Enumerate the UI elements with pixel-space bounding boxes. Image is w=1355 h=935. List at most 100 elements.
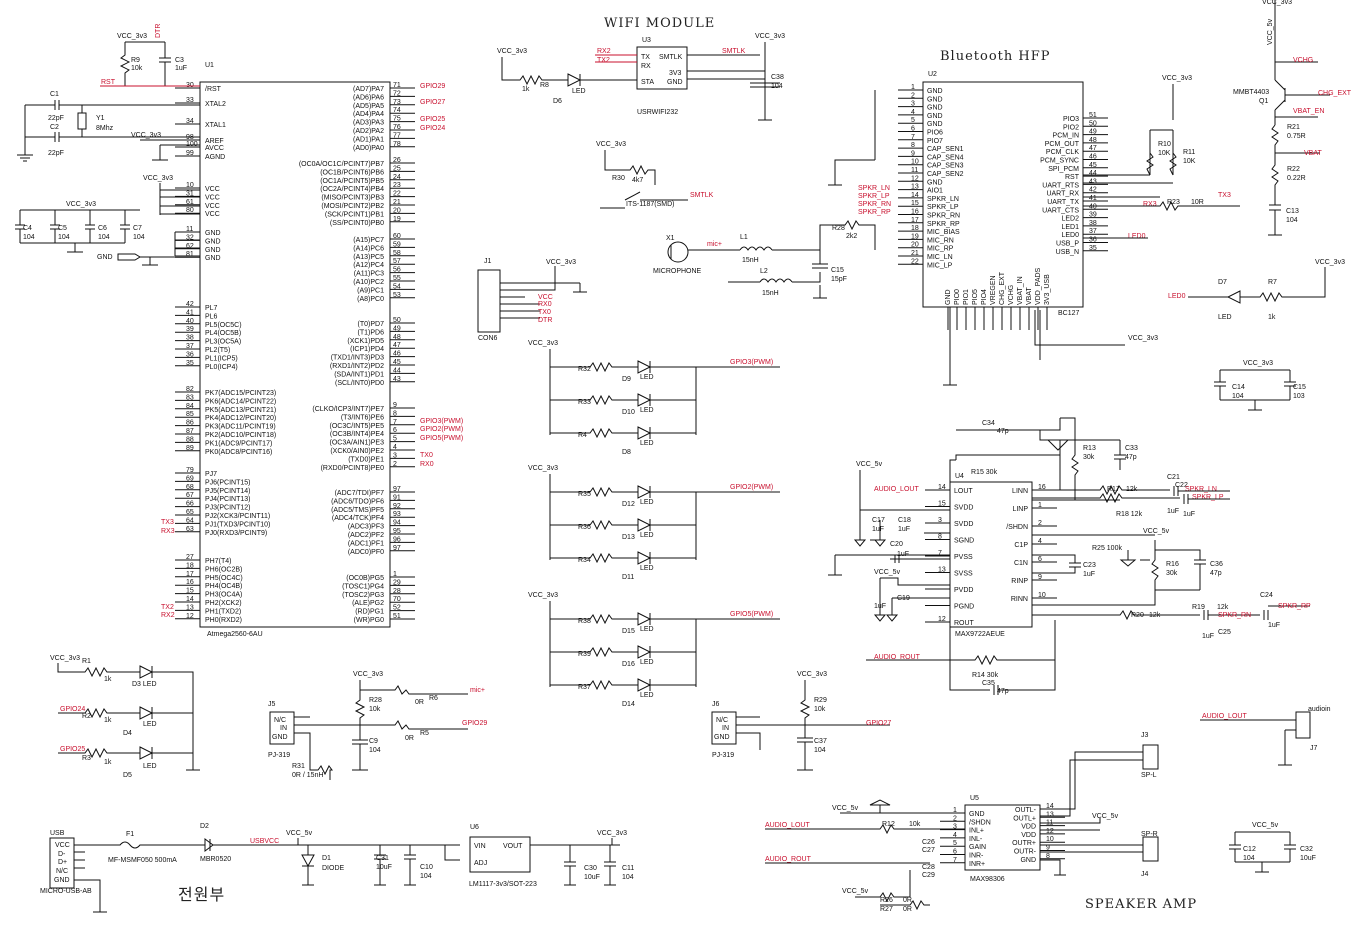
u5-pin-number: 4 xyxy=(953,832,957,839)
mcu-pin-name: (OC2A/PCINT4)PB4 xyxy=(320,186,384,193)
spkrn-net: SPKR_RN xyxy=(858,201,891,208)
u4-pin-name: C1N xyxy=(1014,560,1028,567)
d2-label: D2 xyxy=(200,823,209,830)
bt-left-pins: 1GND2GND3GND4GND5GND6PIO67PIO78CAP_SEN19… xyxy=(898,84,964,269)
mcu-pin-number: 7 xyxy=(393,419,397,426)
r9-value: 10k xyxy=(131,65,143,72)
mcu-pin-number: 95 xyxy=(393,528,401,535)
bt-pin-name: UART_CTS xyxy=(1042,207,1079,214)
mcu-pin-name: (A14)PC6 xyxy=(353,245,384,252)
led-resistor-label: R34 xyxy=(578,557,591,564)
c29-label: C29 xyxy=(922,872,935,879)
r6-value: 0R xyxy=(415,699,424,706)
bt-pin-name: VCHG xyxy=(1008,285,1015,305)
bt-pin-name: UART_TX xyxy=(1047,199,1079,206)
u4-pin-name: SVDD xyxy=(954,521,973,528)
r10-value: 10K xyxy=(1158,150,1171,157)
bt-pin-number: 15 xyxy=(911,200,919,207)
spkln-net: SPKR_LN xyxy=(1185,486,1217,493)
vcc-label: VCC_3v3 xyxy=(1128,335,1158,342)
mcu-pin-name: GND xyxy=(205,255,221,262)
u4-pin-name: SVDD xyxy=(954,505,973,512)
bt-pin-number: 22 xyxy=(911,258,919,265)
mcu-pin-number: 58 xyxy=(393,250,401,257)
bt-pin-name: GND xyxy=(927,88,943,95)
led-label: D10 xyxy=(622,409,635,416)
mcu-pin-name: (A13)PC5 xyxy=(353,254,384,261)
u4-pin-number: 12 xyxy=(938,616,946,623)
vbaten-net: VBAT_EN xyxy=(1293,108,1324,115)
u5-pin-name: INR- xyxy=(969,853,984,860)
mic-label: MICROPHONE xyxy=(653,268,702,275)
mcu-pin-number: 40 xyxy=(186,318,194,325)
c12-label: C12 xyxy=(1243,846,1256,853)
bt-pin-number: 3 xyxy=(911,101,915,108)
mcu-pin-name: (SCK/PCINT1)PB1 xyxy=(325,211,384,218)
mcu-pin-number: 10 xyxy=(186,182,194,189)
j6-pin-nc: N/C xyxy=(716,717,728,724)
mcu-pin-name: (ADC5/TMS)PF5 xyxy=(331,507,384,514)
bt-pin-number: 16 xyxy=(911,209,919,216)
rx2-net: RX2 xyxy=(161,612,175,619)
mcu-pin-number: 56 xyxy=(393,267,401,274)
bt-pin-name: PIO2 xyxy=(1063,124,1079,131)
led-branch xyxy=(550,360,696,374)
wifi-pin-rx: RX xyxy=(641,63,651,70)
r20-value: 12k xyxy=(1149,612,1161,619)
pwm-led-groups: VCC_3v3GPIO3(PWM)R32LEDD9R33LEDD10R4LEDD… xyxy=(528,340,780,708)
usb-ref: USB xyxy=(50,830,65,837)
bt-pin-name: GND xyxy=(927,96,943,103)
bt-pin-number: 6 xyxy=(911,126,915,133)
u4-pin-name: LINP xyxy=(1012,506,1028,513)
r2-value: 1k xyxy=(104,717,112,724)
r26-label: R26 xyxy=(880,897,893,904)
mcu-pin-name: (T1)PD6 xyxy=(358,329,385,336)
chgext-net: CHG_EXT xyxy=(1318,90,1352,97)
bt-pin-name: GND xyxy=(927,113,943,120)
bt-pin-name: MIC_LN xyxy=(927,254,953,261)
gnd-net: GND xyxy=(97,254,113,261)
u5-pin-number: 1 xyxy=(953,807,957,814)
vcc5-label: VCC_5v xyxy=(856,461,883,468)
mcu-pin-number: 70 xyxy=(393,596,401,603)
spkrp-net: SPKR_RP xyxy=(858,209,891,216)
mcu-pin-number: 84 xyxy=(186,403,194,410)
mcu-pin-name: (A9)PC1 xyxy=(357,287,384,294)
u4-pin-name: PGND xyxy=(954,604,974,611)
mcu-pin-name: (RXD0/PCINT8)PE0 xyxy=(321,465,385,472)
led0-network: LED0 D7 LED R7 1k VCC_3v3 xyxy=(1168,259,1345,321)
mcu-pin-name: (MOSI/PCINT2)PB2 xyxy=(321,203,384,210)
c15-label: C15 xyxy=(831,267,844,274)
bt-pin-name: PCM_OUT xyxy=(1045,141,1080,148)
mcu-pin-number: 79 xyxy=(186,467,194,474)
d2-value: MBR0520 xyxy=(200,856,231,863)
bt-pin-number: 5 xyxy=(911,117,915,124)
vcc-label: VCC_3v3 xyxy=(353,671,383,678)
u5-pin-number: 3 xyxy=(953,824,957,831)
c37-label: C37 xyxy=(814,738,827,745)
j7-ref: J7 xyxy=(1310,745,1318,752)
mcu-pin-number: 99 xyxy=(186,150,194,157)
mcu-pin-number: 3 xyxy=(393,452,397,459)
r22-value: 0.22R xyxy=(1287,175,1306,182)
j1-net-rx0: RX0 xyxy=(538,301,552,308)
led-value: LED xyxy=(640,532,654,539)
c35-label: C35 xyxy=(982,680,995,687)
vcc-label: VCC_3v3 xyxy=(528,592,558,599)
mcu-pin-name: PJ4(PCINT13) xyxy=(205,496,251,503)
mcu-pin-number: 33 xyxy=(186,97,194,104)
c23-value: 1uF xyxy=(1083,571,1095,578)
j1-net-tx0: TX0 xyxy=(538,309,551,316)
charger-network: VCC_3v3 VCC_5v MMBT4403 Q1 R21 0.75R R22… xyxy=(1233,0,1352,236)
r26-value: 0R xyxy=(903,897,912,904)
mcu-pin-number: 38 xyxy=(186,335,194,342)
mcu-pin-name: PJ5(PCINT14) xyxy=(205,488,251,495)
r23-label: R23 xyxy=(1167,199,1180,206)
mcu-pin-name: (SDA/INT1)PD1 xyxy=(334,371,384,378)
mcu-pin-name: PH7(T4) xyxy=(205,558,231,565)
tx3-net: TX3 xyxy=(1218,192,1231,199)
mcu-pin-number: 76 xyxy=(393,124,401,131)
mcu-pin-name: PJ0(RXD3/PCINT9) xyxy=(205,530,267,537)
mcu-pin-name: (A10)PC2 xyxy=(353,279,384,286)
